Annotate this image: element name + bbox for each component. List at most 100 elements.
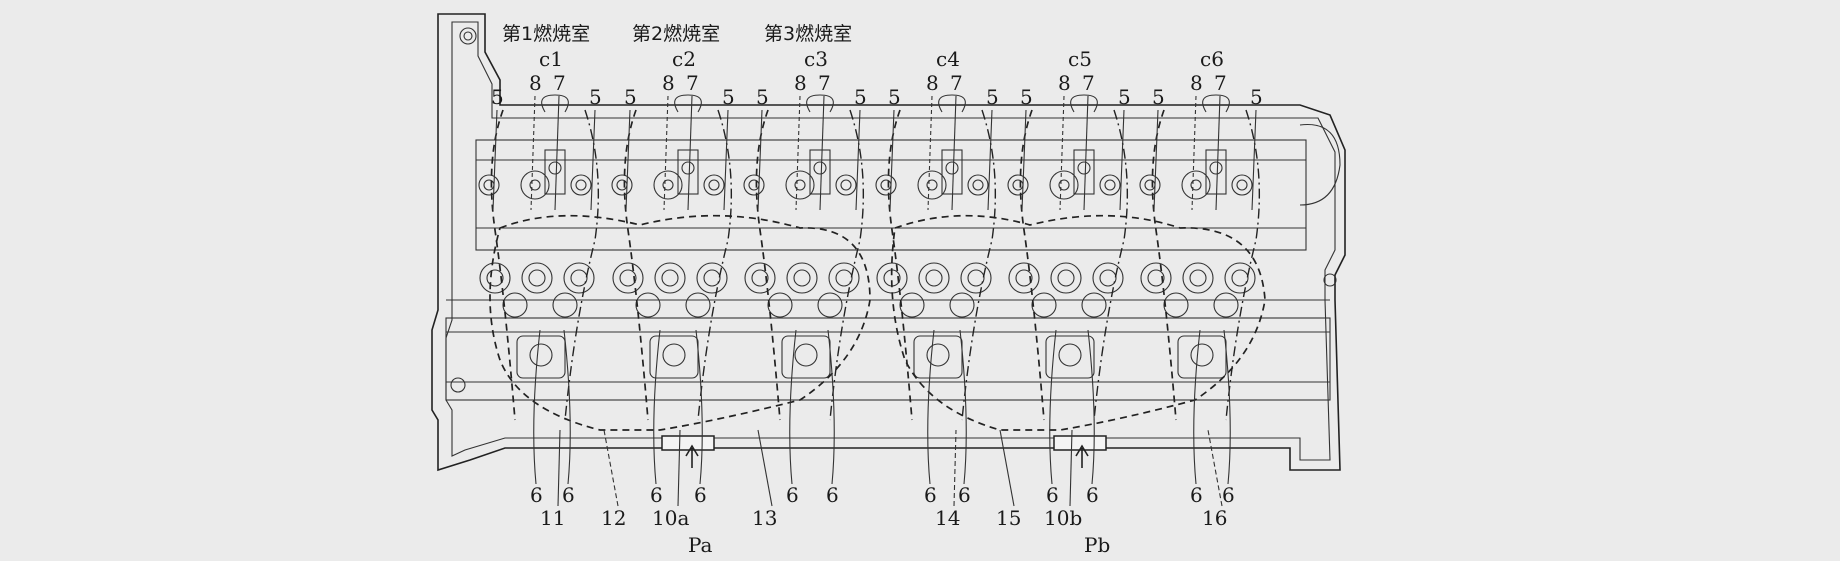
- port-circle: [1031, 292, 1057, 318]
- top-leader: [1021, 109, 1027, 211]
- ref-leader: [1069, 429, 1073, 507]
- top-leader: [1215, 95, 1221, 211]
- port-mark-6: 6: [530, 483, 543, 507]
- valve-seat-inner: [486, 269, 504, 287]
- valve-seat: [563, 262, 595, 294]
- valve-seat-inner: [1231, 269, 1249, 287]
- port-circle: [502, 292, 528, 318]
- port-circle: [552, 292, 578, 318]
- lifter-bore: [1007, 174, 1029, 196]
- lifter-bore: [703, 174, 725, 196]
- corner-bolt-left: [450, 377, 466, 393]
- top-number-5: 5: [722, 85, 735, 109]
- port-runner: [887, 109, 913, 421]
- top-number-8: 8: [926, 71, 939, 95]
- top-leader: [554, 95, 560, 211]
- top-number-7: 7: [686, 71, 699, 95]
- top-number-5: 5: [624, 85, 637, 109]
- valve-seat-inner: [1057, 269, 1075, 287]
- valve-seat-inner: [703, 269, 721, 287]
- port-circle: [949, 292, 975, 318]
- port-mark-leader: [1223, 329, 1231, 485]
- corner-bolt-top-left-inner: [463, 31, 473, 41]
- corner-bolt-right: [1323, 273, 1337, 287]
- lifter-bore: [785, 170, 815, 200]
- cylinder-label-c6: c6: [1200, 47, 1224, 71]
- valve-seat: [1092, 262, 1124, 294]
- valve-seat: [1140, 262, 1172, 294]
- top-leader-lines: [492, 95, 1257, 211]
- plug-boss: [677, 149, 699, 195]
- lifter-bore-center: [708, 179, 720, 191]
- lifter-bore-center: [926, 179, 938, 191]
- lower-bore: [662, 343, 686, 367]
- valve-seat-inner: [528, 269, 546, 287]
- ref-leader: [603, 429, 619, 507]
- valve-seat: [696, 262, 728, 294]
- ref-label-11: 11: [540, 506, 565, 530]
- valve-seat: [521, 262, 553, 294]
- lower-bore-pocket: [649, 335, 699, 379]
- top-leader: [757, 109, 763, 211]
- valve-seat: [654, 262, 686, 294]
- lifter-bore: [917, 170, 947, 200]
- chamber-envelope-right: [890, 214, 1266, 431]
- plug-boss: [544, 149, 566, 195]
- valve-seat: [744, 262, 776, 294]
- lower-bore: [1190, 343, 1214, 367]
- lifter-bore-center: [483, 179, 495, 191]
- ref-label-10a: 10a: [652, 506, 689, 530]
- chamber-bump: [1202, 94, 1230, 113]
- top-number-8: 8: [662, 71, 675, 95]
- port-circle: [685, 292, 711, 318]
- arrow-pb: [1075, 444, 1089, 468]
- lower-bore: [529, 343, 553, 367]
- top-leader: [819, 95, 825, 211]
- top-number-5: 5: [1020, 85, 1033, 109]
- top-leader: [1059, 95, 1065, 211]
- valve-seat: [1224, 262, 1256, 294]
- top-leader: [795, 95, 801, 211]
- lifter-bore: [1231, 174, 1253, 196]
- chamber-bump: [541, 94, 569, 113]
- ref-leader: [557, 429, 561, 507]
- valve-seat: [876, 262, 908, 294]
- port-runner: [623, 109, 649, 421]
- port-mark-leader: [533, 329, 541, 485]
- plug-hole: [548, 161, 562, 175]
- chamber-bump: [806, 94, 834, 113]
- arrow-pa: [685, 444, 699, 468]
- port-mark-6: 6: [924, 483, 937, 507]
- top-number-5: 5: [756, 85, 769, 109]
- port-mark-leader: [927, 329, 935, 485]
- port-runner-alt: [1093, 109, 1129, 421]
- port-mark-6: 6: [650, 483, 663, 507]
- lifter-bore: [520, 170, 550, 200]
- top-leader: [1153, 109, 1159, 211]
- lifter-bore: [875, 174, 897, 196]
- lifter-bore: [1049, 170, 1079, 200]
- port-runner: [1019, 109, 1045, 421]
- plug-hole: [1077, 161, 1091, 175]
- lower-bore-pocket: [913, 335, 963, 379]
- valve-seat: [1008, 262, 1040, 294]
- port-mark-6: 6: [694, 483, 707, 507]
- lifter-bore-center: [972, 179, 984, 191]
- port-mark-leader: [1049, 329, 1057, 485]
- lifter-bore-center: [1012, 179, 1024, 191]
- valve-seat: [960, 262, 992, 294]
- valve-seat-inner: [1147, 269, 1165, 287]
- lower-bore: [794, 343, 818, 367]
- valve-seat-inner: [1015, 269, 1033, 287]
- top-number-7: 7: [1082, 71, 1095, 95]
- lifter-bore: [743, 174, 765, 196]
- top-leader: [590, 109, 596, 211]
- valve-seat-inner: [835, 269, 853, 287]
- top-leader: [1119, 109, 1125, 211]
- port-circle: [1213, 292, 1239, 318]
- top-number-5: 5: [491, 85, 504, 109]
- ref-leader: [757, 429, 773, 507]
- ref-label-13: 13: [752, 506, 777, 530]
- port-runner: [1151, 109, 1177, 421]
